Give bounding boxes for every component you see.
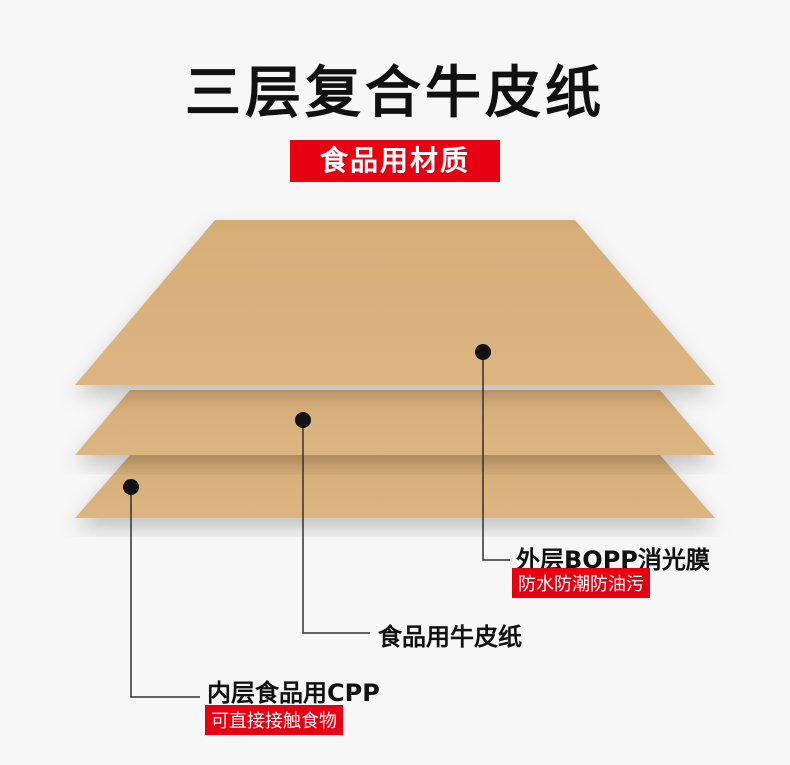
inner-layer [75,455,715,518]
page-title: 三层复合牛皮纸 [185,61,605,126]
inner-layer-label: 内层食品用CPP [207,679,380,707]
outer-callout-line [482,352,510,561]
outer-layer-dot [475,344,491,360]
middle-layer [75,390,715,455]
middle-callout-line [302,420,370,634]
middle-layer-label: 食品用牛皮纸 [378,623,522,651]
middle-layer-dot [295,412,311,428]
inner-layer-tag: 可直接接触食物 [205,705,343,735]
food-grade-badge: 食品用材质 [290,140,500,182]
inner-callout-line [130,487,200,698]
inner-layer-dot [123,479,139,495]
outer-layer-tag: 防水防潮防油污 [512,568,650,598]
outer-layer [75,220,715,385]
